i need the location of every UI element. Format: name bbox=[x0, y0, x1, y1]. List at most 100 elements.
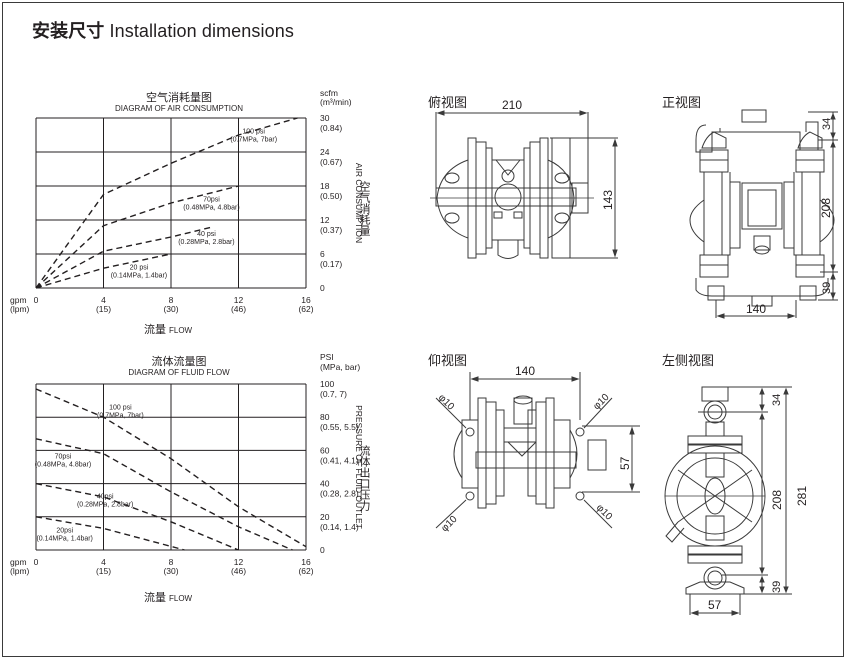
air-series-sublabel-1: (0.48MPa, 4.8bar) bbox=[183, 204, 239, 211]
front-view-dim-bottom: 39 bbox=[821, 282, 833, 294]
front-view-dim-base: 140 bbox=[746, 302, 766, 316]
fluid-y-tick-label: 40 bbox=[320, 479, 330, 489]
air-x-tick-label-secondary: (46) bbox=[231, 304, 246, 314]
fluid-series-label-3: 20psi bbox=[56, 528, 73, 535]
air-x-axis-title: FLOW bbox=[169, 326, 193, 335]
bottom-view-drawing bbox=[435, 372, 640, 529]
top-view-drawing bbox=[430, 110, 618, 259]
air-chart-title: 空气消耗量图 bbox=[146, 90, 212, 104]
top-view-label: 俯视图 bbox=[428, 95, 468, 110]
fluid-x-unit-secondary: (lpm) bbox=[10, 566, 30, 576]
air-x-tick-label-secondary: (15) bbox=[96, 304, 111, 314]
air-y-tick-label-secondary: (0.17) bbox=[320, 259, 342, 269]
left-view-dim-total: 281 bbox=[795, 486, 809, 506]
air-x-tick-label: 12 bbox=[234, 295, 244, 305]
fluid-y-tick-label: 60 bbox=[320, 445, 330, 455]
air-y-tick-label: 18 bbox=[320, 181, 330, 191]
front-view-drawing bbox=[689, 109, 838, 319]
page-title-cn: 安装尺寸 bbox=[32, 21, 105, 41]
front-view-dim-top: 34 bbox=[821, 118, 833, 130]
fluid-series-sublabel-3: (0.14MPa, 1.4bar) bbox=[36, 536, 92, 543]
air-x-unit-primary: gpm bbox=[10, 295, 27, 305]
fluid-y-tick-label: 20 bbox=[320, 512, 330, 522]
air-series-sublabel-3: (0.14MPa, 1.4bar) bbox=[111, 272, 167, 279]
fluid-y-tick-label-secondary: (0.14, 1.4) bbox=[320, 522, 359, 532]
air-y-tick-label: 30 bbox=[320, 113, 330, 123]
fluid-series-line-2 bbox=[35, 482, 239, 551]
fluid-x-axis-title-cn: 流量 bbox=[144, 590, 166, 604]
air-series-sublabel-0: (0.7MPa, 7bar) bbox=[230, 136, 277, 143]
fluid-x-tick-label: 16 bbox=[301, 557, 311, 567]
left-view-label: 左侧视图 bbox=[662, 353, 715, 368]
air-x-unit-secondary: (lpm) bbox=[10, 304, 30, 314]
fluid-x-tick-label-secondary: (15) bbox=[96, 566, 111, 576]
fluid-x-tick-label-secondary: (62) bbox=[298, 566, 313, 576]
fluid-chart-subtitle: DIAGRAM OF FLUID FLOW bbox=[128, 368, 230, 377]
air-x-tick-label: 4 bbox=[101, 295, 106, 305]
bottom-view-hole-bl: φ10 bbox=[439, 514, 460, 535]
fluid-x-unit-primary: gpm bbox=[10, 557, 27, 567]
air-series-label-2: 40 psi bbox=[197, 231, 216, 238]
fluid-x-tick-label: 8 bbox=[169, 557, 174, 567]
air-y-tick-label-secondary: (0.67) bbox=[320, 157, 342, 167]
fluid-y-unit-secondary: (MPa, bar) bbox=[320, 362, 360, 372]
air-x-tick-label-secondary: (30) bbox=[163, 304, 178, 314]
air-x-tick-label: 16 bbox=[301, 295, 311, 305]
fluid-x-tick-label-secondary: (46) bbox=[231, 566, 246, 576]
air-y-tick-label: 0 bbox=[320, 283, 325, 293]
left-view-dim-bottom: 39 bbox=[771, 581, 783, 593]
fluid-y-tick-label-secondary: (0.55, 5.5) bbox=[320, 422, 359, 432]
air-series-label-1: 70psi bbox=[203, 196, 220, 203]
left-view-drawing bbox=[664, 386, 792, 616]
air-y-tick-label-secondary: (0.50) bbox=[320, 191, 342, 201]
fluid-y-tick-label-secondary: (0.41, 4.1) bbox=[320, 455, 359, 465]
air-series-label-3: 20 psi bbox=[130, 264, 149, 271]
air-y-tick-label: 12 bbox=[320, 215, 330, 225]
bottom-view-label: 仰视图 bbox=[428, 353, 468, 368]
top-view-dim-height: 143 bbox=[601, 190, 615, 210]
air-x-tick-label-secondary: (62) bbox=[298, 304, 313, 314]
air-y-tick-label-secondary: (0.37) bbox=[320, 225, 342, 235]
front-view-dim-middle: 208 bbox=[819, 198, 833, 218]
fluid-series-label-1: 70psi bbox=[55, 454, 72, 461]
fluid-y-tick-label: 80 bbox=[320, 412, 330, 422]
fluid-y-unit-primary: PSI bbox=[320, 352, 334, 362]
air-series-label-0: 100 psi bbox=[242, 128, 265, 135]
bottom-view-hole-br: φ10 bbox=[594, 502, 615, 523]
left-view-dim-base: 57 bbox=[708, 598, 722, 612]
bottom-view-hole-tl: φ10 bbox=[436, 392, 457, 413]
air-y-tick-label: 6 bbox=[320, 249, 325, 259]
fluid-x-axis-title: FLOW bbox=[169, 594, 193, 603]
front-view-label: 正视图 bbox=[662, 95, 702, 110]
left-view-dim-top: 34 bbox=[771, 394, 783, 406]
fluid-x-tick-label: 4 bbox=[101, 557, 106, 567]
fluid-series-line-3 bbox=[35, 516, 185, 551]
air-y-unit-primary: scfm bbox=[320, 88, 338, 98]
fluid-chart-title: 流体流量图 bbox=[152, 354, 207, 368]
air-series-line-0 bbox=[35, 117, 298, 289]
left-view-dim-middle: 208 bbox=[770, 490, 784, 510]
air-y-axis-title-cn: 空气消耗量 bbox=[358, 180, 371, 236]
fluid-series-label-2: 40psi bbox=[97, 494, 114, 501]
fluid-y-axis-title-cn: 流体出口压力 bbox=[358, 444, 371, 511]
fluid-y-tick-label: 100 bbox=[320, 379, 334, 389]
page-title: 安装尺寸 Installation dimensions bbox=[32, 17, 294, 43]
bottom-view-dim-height: 57 bbox=[618, 456, 632, 470]
fluid-series-sublabel-1: (0.48MPa, 4.8bar) bbox=[35, 462, 91, 469]
fluid-y-tick-label-secondary: (0.28, 2.8) bbox=[320, 489, 359, 499]
air-y-unit-secondary: (m³/min) bbox=[320, 97, 352, 107]
fluid-series-sublabel-0: (0.7MPa, 7bar) bbox=[97, 413, 144, 420]
fluid-series-label-0: 100 psi bbox=[109, 405, 132, 412]
fluid-series-sublabel-2: (0.28MPa, 2.8bar) bbox=[77, 502, 133, 509]
air-x-axis-title-cn: 流量 bbox=[144, 322, 166, 336]
fluid-x-tick-label: 0 bbox=[34, 557, 39, 567]
air-y-axis-title: AIR CONSUMPTION bbox=[354, 163, 364, 243]
air-y-tick-label: 24 bbox=[320, 147, 330, 157]
top-view-dim-width: 210 bbox=[502, 98, 522, 112]
fluid-y-tick-label: 0 bbox=[320, 545, 325, 555]
air-series-line-2 bbox=[35, 226, 214, 289]
fluid-x-tick-label: 12 bbox=[234, 557, 244, 567]
